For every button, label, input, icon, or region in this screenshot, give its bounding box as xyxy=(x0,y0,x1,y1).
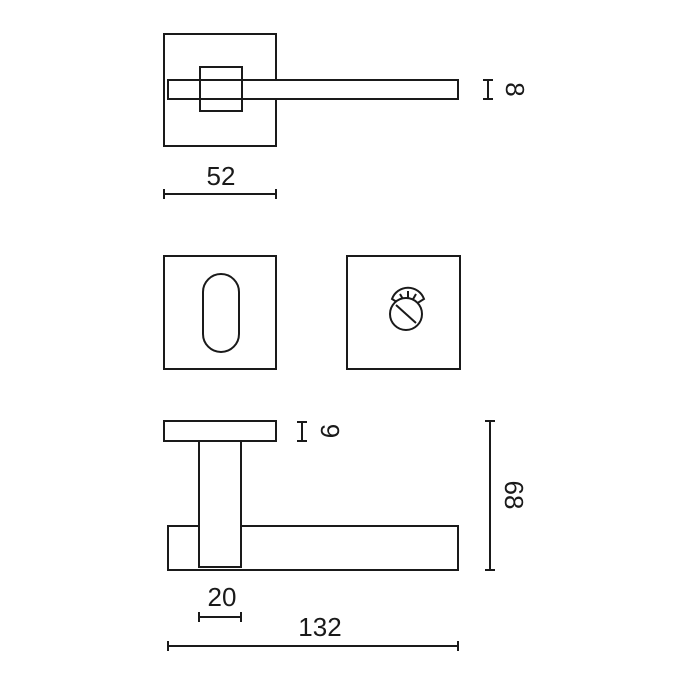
dim-rose-width: 52 xyxy=(163,161,277,199)
dim-handle-length: 132 xyxy=(167,612,459,651)
dim-handle-length-label: 132 xyxy=(298,612,341,642)
handle-side-view xyxy=(163,420,459,571)
key-escutcheon xyxy=(163,255,277,370)
dim-handle-height-label: 68 xyxy=(499,481,529,510)
keyhole-slot xyxy=(202,273,240,353)
handle-top-view xyxy=(163,33,459,147)
dim-rose-width-label: 52 xyxy=(207,161,236,191)
dim-handle-thickness-label: 8 xyxy=(500,82,530,96)
thumb-turn-slot xyxy=(395,304,417,324)
dim-handle-height: 68 xyxy=(485,420,529,571)
dim-rose-thickness: 9 xyxy=(297,421,345,442)
side-rose-plate xyxy=(163,420,277,442)
side-neck xyxy=(198,440,242,568)
dim-rose-thickness-label: 9 xyxy=(315,424,345,438)
dim-neck-width-label: 20 xyxy=(208,582,237,612)
top-lever-bar xyxy=(167,79,459,100)
dim-handle-thickness: 8 xyxy=(483,79,530,100)
dim-neck-width: 20 xyxy=(198,582,242,622)
privacy-turn-escutcheon xyxy=(346,255,461,370)
